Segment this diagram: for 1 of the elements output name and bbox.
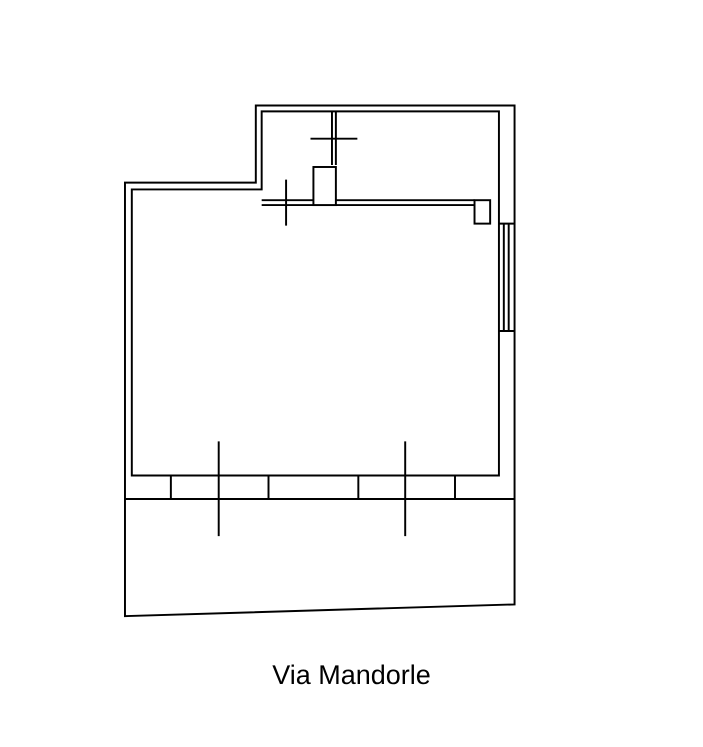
street-name: Via Mandorle (272, 660, 431, 691)
